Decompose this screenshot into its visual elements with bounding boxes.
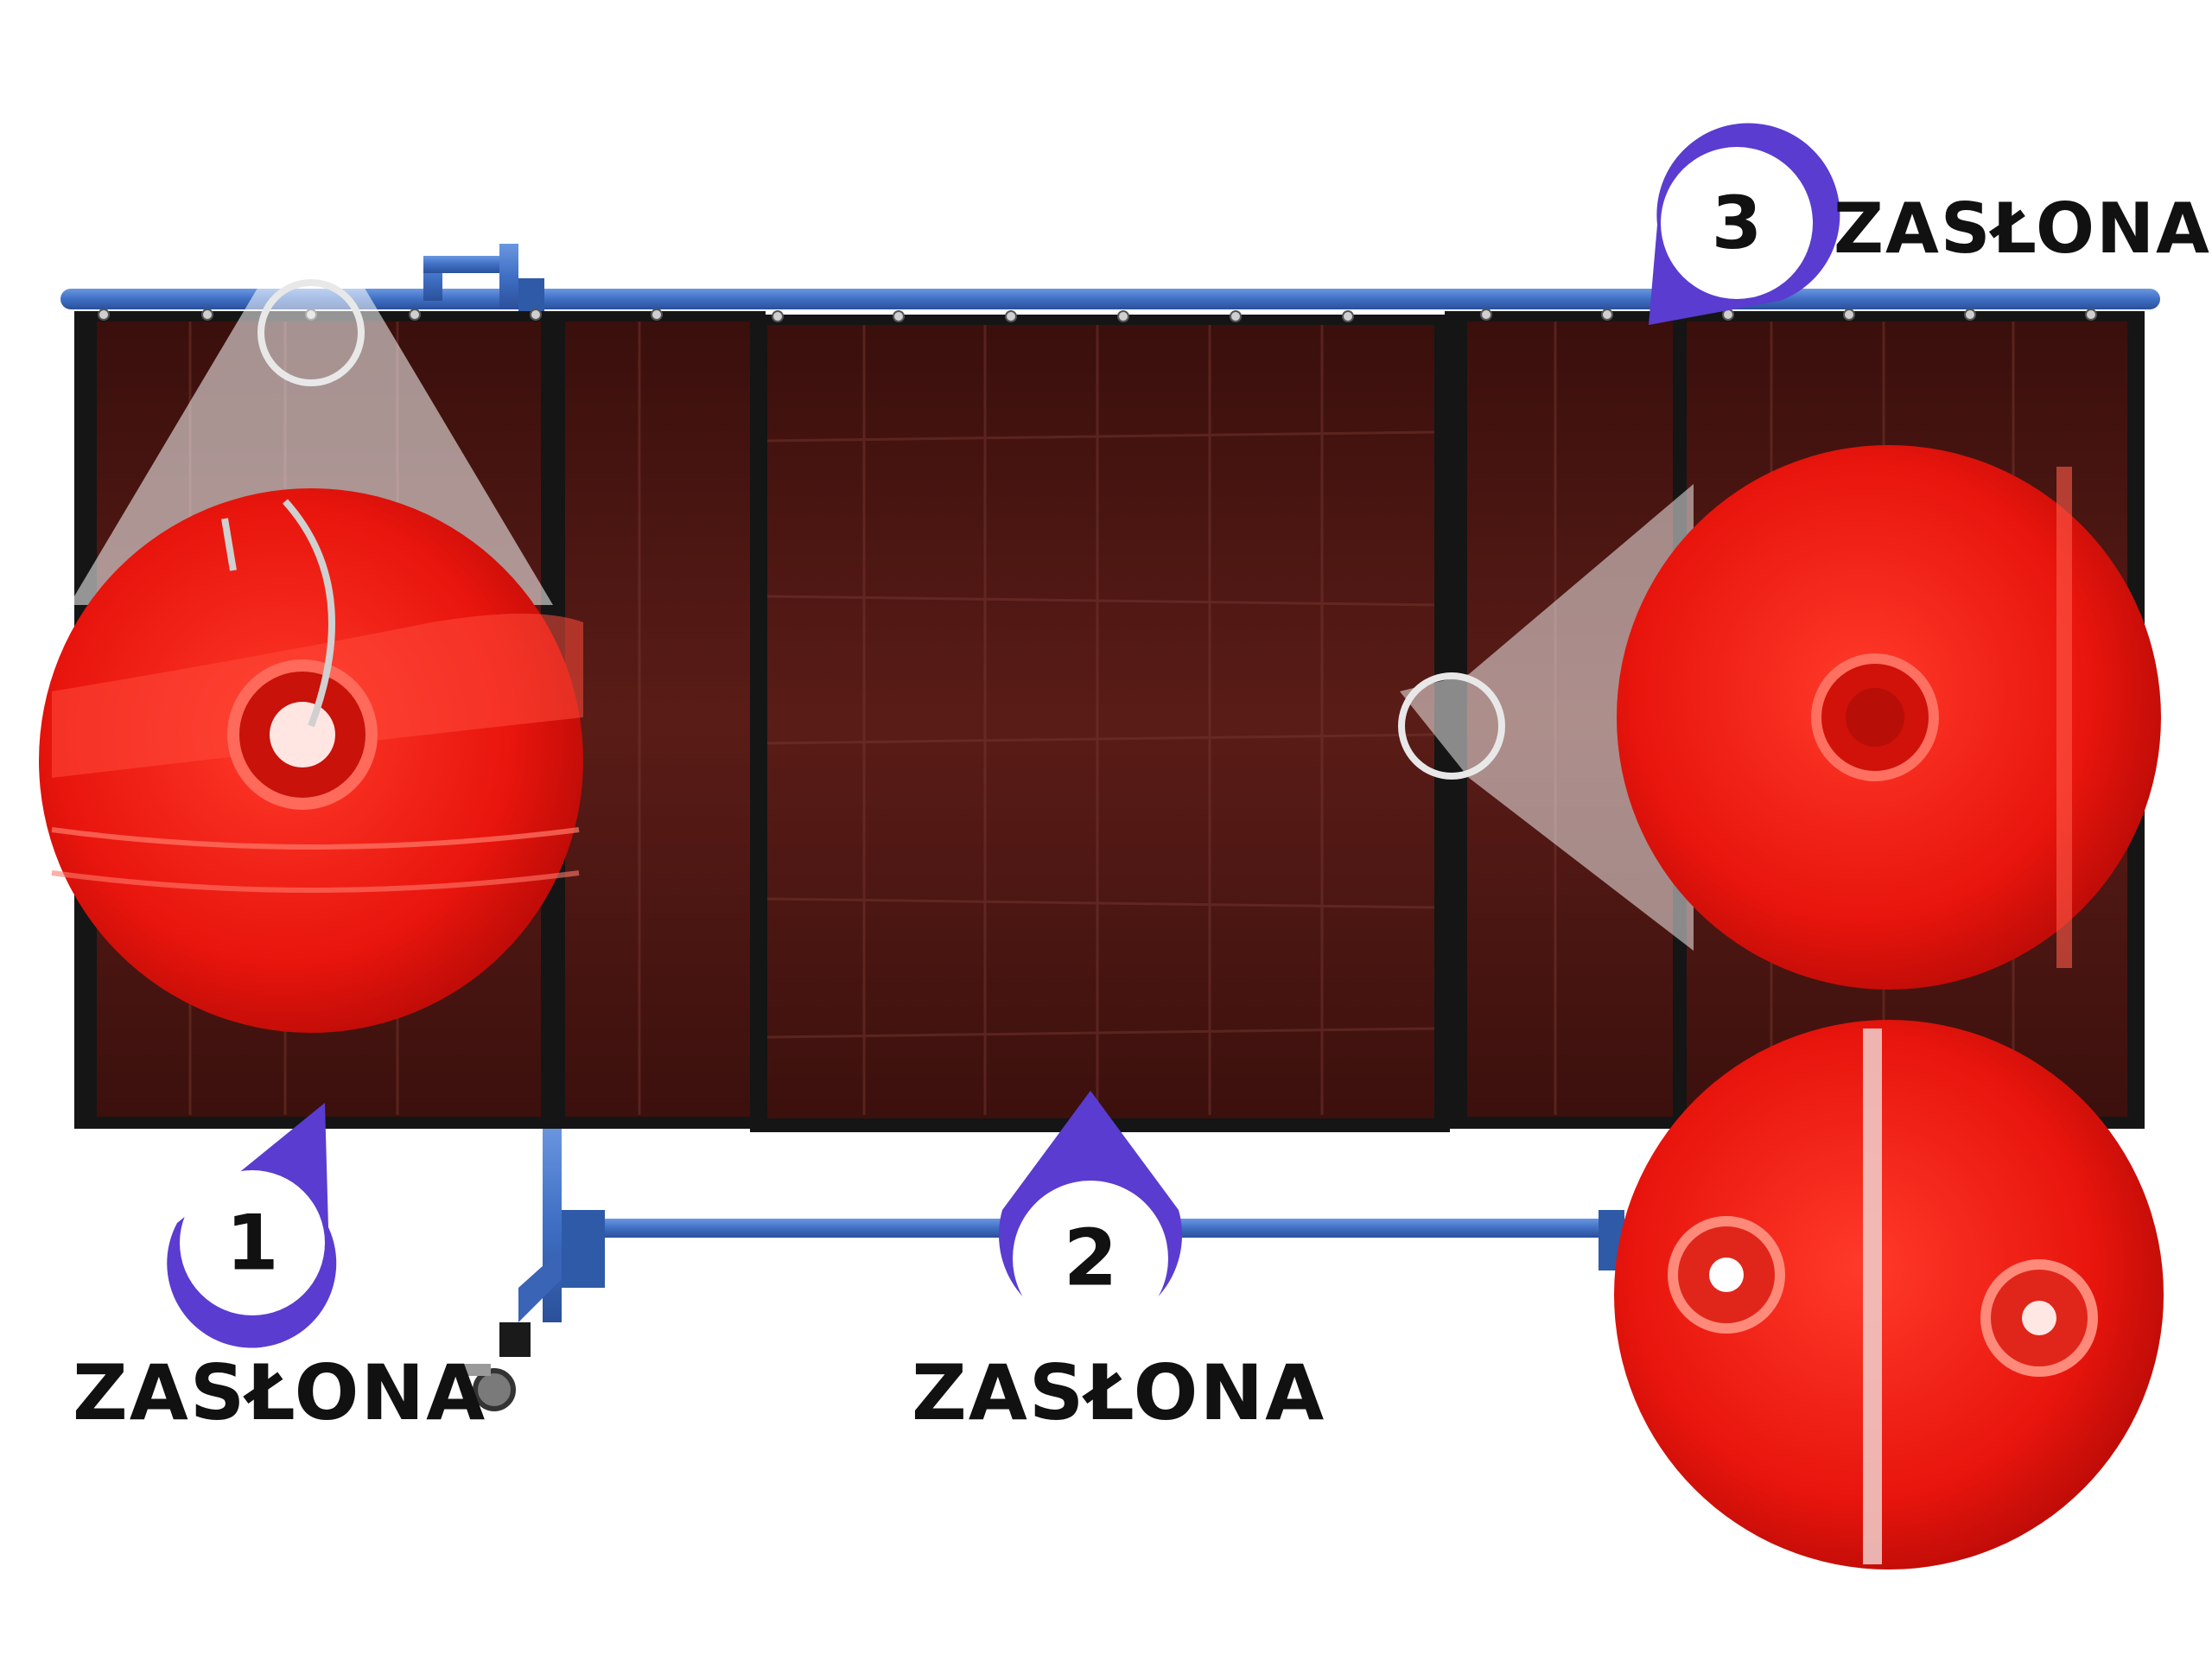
- marker-2: 2: [999, 1091, 1182, 1336]
- marker-3-number: 3: [1712, 181, 1762, 265]
- label-zaslona-1: ZASŁONA: [73, 1348, 487, 1437]
- marker-3: 3: [1649, 123, 1840, 325]
- caster-wheel-icon: [473, 1368, 516, 1411]
- zoom-callout-edge: [1614, 1020, 2164, 1570]
- marker-2-number: 2: [1064, 1213, 1118, 1304]
- label-zaslona-3: ZASŁONA: [1834, 188, 2211, 269]
- zoom-callout-eyelet: [1398, 445, 2161, 990]
- label-zaslona-2: ZASŁONA: [912, 1348, 1326, 1437]
- zoom-callout-hook: [39, 279, 583, 1033]
- marker-1: 1: [167, 1103, 337, 1348]
- curtain-panel-2: [750, 315, 1450, 1132]
- top-rail: [60, 244, 2160, 318]
- marker-1-number: 1: [226, 1199, 278, 1288]
